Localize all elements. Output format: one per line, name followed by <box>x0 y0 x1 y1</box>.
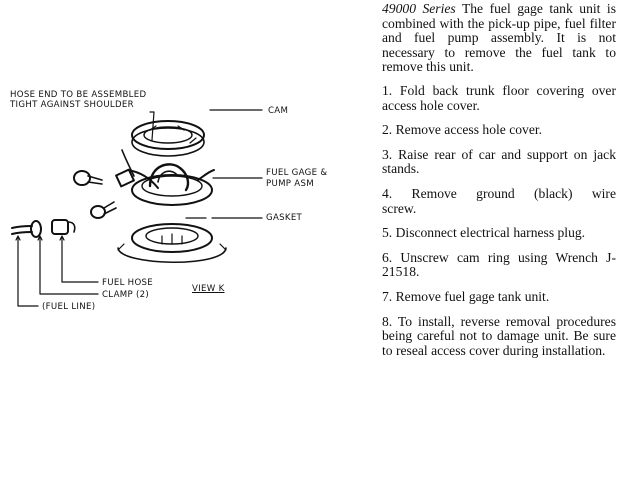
step-item: 8. To install, reverse removal procedure… <box>382 313 616 358</box>
intro-text: The fuel gage tank unit is combined with… <box>382 1 616 75</box>
intro-paragraph: 49000 Series The fuel gage tank unit is … <box>382 1 616 75</box>
label-cam: CAM <box>268 106 289 116</box>
exploded-view-drawing <box>11 109 263 307</box>
label-fuel-line: (FUEL LINE) <box>42 302 96 312</box>
label-fuel-gage: FUEL GAGE & <box>266 168 328 178</box>
step-item: 5. Disconnect electrical harness plug. <box>382 225 586 241</box>
label-view-k: VIEW K <box>192 284 225 294</box>
step-item: 3. Raise rear of car and support on jack… <box>382 146 616 177</box>
label-pump-asm: PUMP ASM <box>266 179 314 189</box>
label-gasket: GASKET <box>266 213 303 223</box>
series-name: 49000 Series <box>382 1 456 16</box>
label-fuel-hose: FUEL HOSE <box>102 278 153 288</box>
label-tight-against-shoulder: TIGHT AGAINST SHOULDER <box>10 100 134 110</box>
step-item: 2. Remove access hole cover. <box>382 122 543 138</box>
steps-list: 1. Fold back trunk floor covering over a… <box>382 82 616 358</box>
instructions-column: 49000 Series The fuel gage tank unit is … <box>382 1 616 368</box>
step-item: 6. Unscrew cam ring using Wrench J-21518… <box>382 249 616 280</box>
fuel-gage-diagram: HOSE END TO BE ASSEMBLED TIGHT AGAINST S… <box>10 90 328 312</box>
step-item: 4. Remove ground (black) wire screw. <box>382 185 616 216</box>
step-item: 1. Fold back trunk floor covering over a… <box>382 82 616 113</box>
label-clamp: CLAMP (2) <box>102 290 150 300</box>
label-hose-end: HOSE END TO BE ASSEMBLED <box>10 90 147 100</box>
step-item: 7. Remove fuel gage tank unit. <box>382 288 550 304</box>
